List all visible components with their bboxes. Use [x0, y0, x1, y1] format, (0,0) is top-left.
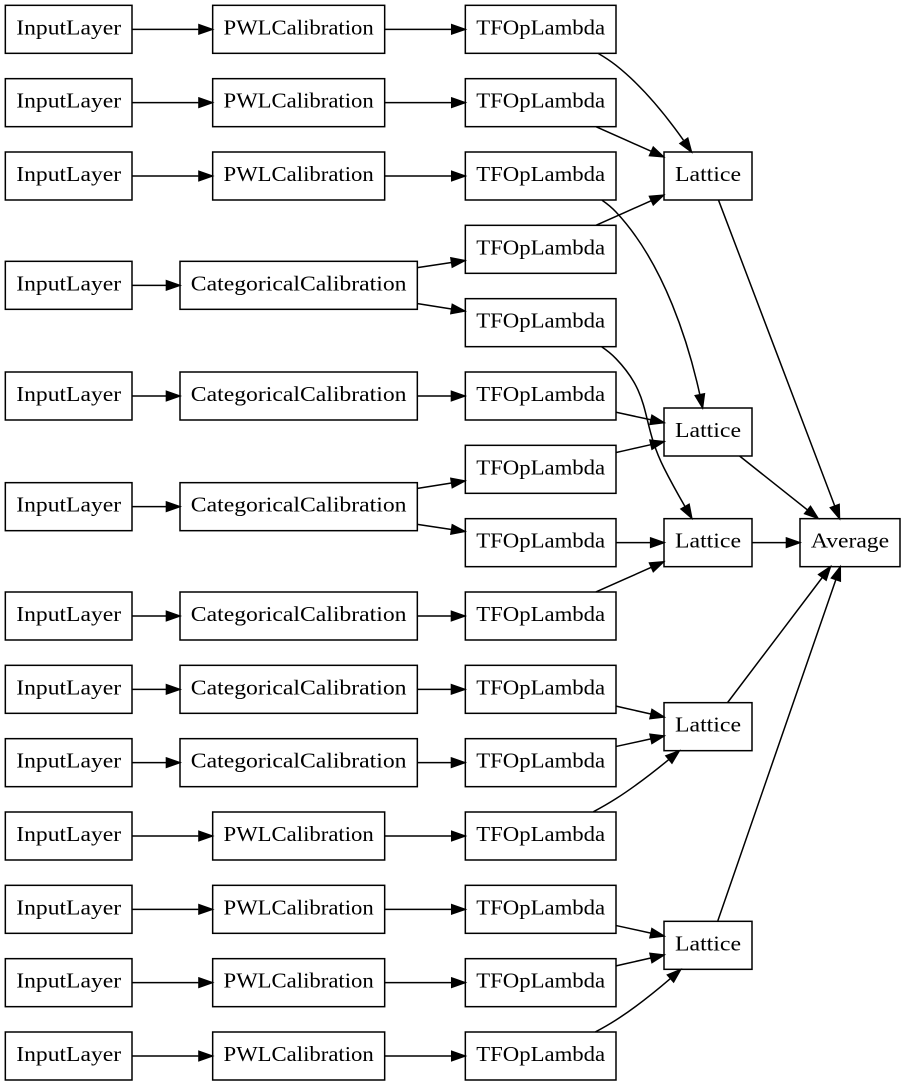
svg-text:TFOpLambda: TFOpLambda	[476, 823, 605, 846]
svg-text:InputLayer: InputLayer	[16, 90, 121, 113]
svg-text:TFOpLambda: TFOpLambda	[476, 236, 605, 259]
svg-text:Lattice: Lattice	[675, 419, 741, 442]
svg-text:InputLayer: InputLayer	[16, 750, 121, 773]
svg-text:InputLayer: InputLayer	[16, 676, 121, 699]
svg-text:TFOpLambda: TFOpLambda	[476, 676, 605, 699]
svg-text:TFOpLambda: TFOpLambda	[476, 90, 605, 113]
svg-text:TFOpLambda: TFOpLambda	[476, 1043, 605, 1066]
svg-text:TFOpLambda: TFOpLambda	[476, 163, 605, 186]
svg-text:CategoricalCalibration: CategoricalCalibration	[191, 383, 407, 406]
svg-text:CategoricalCalibration: CategoricalCalibration	[191, 750, 407, 773]
svg-text:InputLayer: InputLayer	[16, 603, 121, 626]
svg-text:TFOpLambda: TFOpLambda	[476, 310, 605, 333]
svg-text:TFOpLambda: TFOpLambda	[476, 456, 605, 479]
svg-text:PWLCalibration: PWLCalibration	[224, 1043, 375, 1066]
svg-text:TFOpLambda: TFOpLambda	[476, 896, 605, 919]
svg-text:TFOpLambda: TFOpLambda	[476, 16, 605, 39]
svg-text:TFOpLambda: TFOpLambda	[476, 383, 605, 406]
svg-text:Lattice: Lattice	[675, 163, 741, 186]
svg-text:InputLayer: InputLayer	[16, 896, 121, 919]
svg-text:CategoricalCalibration: CategoricalCalibration	[191, 272, 407, 295]
svg-text:PWLCalibration: PWLCalibration	[224, 163, 375, 186]
svg-text:CategoricalCalibration: CategoricalCalibration	[191, 603, 407, 626]
svg-text:PWLCalibration: PWLCalibration	[224, 90, 375, 113]
svg-text:Lattice: Lattice	[675, 932, 741, 955]
svg-text:PWLCalibration: PWLCalibration	[224, 896, 375, 919]
svg-text:InputLayer: InputLayer	[16, 823, 121, 846]
svg-text:TFOpLambda: TFOpLambda	[476, 970, 605, 993]
svg-text:InputLayer: InputLayer	[16, 383, 121, 406]
svg-text:InputLayer: InputLayer	[16, 494, 121, 517]
svg-text:InputLayer: InputLayer	[16, 163, 121, 186]
svg-text:TFOpLambda: TFOpLambda	[476, 603, 605, 626]
svg-text:TFOpLambda: TFOpLambda	[476, 750, 605, 773]
svg-text:Average: Average	[811, 530, 889, 553]
svg-text:InputLayer: InputLayer	[16, 272, 121, 295]
svg-text:InputLayer: InputLayer	[16, 16, 121, 39]
svg-text:PWLCalibration: PWLCalibration	[224, 823, 375, 846]
svg-text:PWLCalibration: PWLCalibration	[224, 16, 375, 39]
svg-text:CategoricalCalibration: CategoricalCalibration	[191, 676, 407, 699]
svg-text:Lattice: Lattice	[675, 530, 741, 553]
svg-text:PWLCalibration: PWLCalibration	[224, 970, 375, 993]
svg-text:InputLayer: InputLayer	[16, 970, 121, 993]
svg-text:InputLayer: InputLayer	[16, 1043, 121, 1066]
svg-text:Lattice: Lattice	[675, 714, 741, 737]
svg-text:TFOpLambda: TFOpLambda	[476, 530, 605, 553]
svg-text:CategoricalCalibration: CategoricalCalibration	[191, 494, 407, 517]
